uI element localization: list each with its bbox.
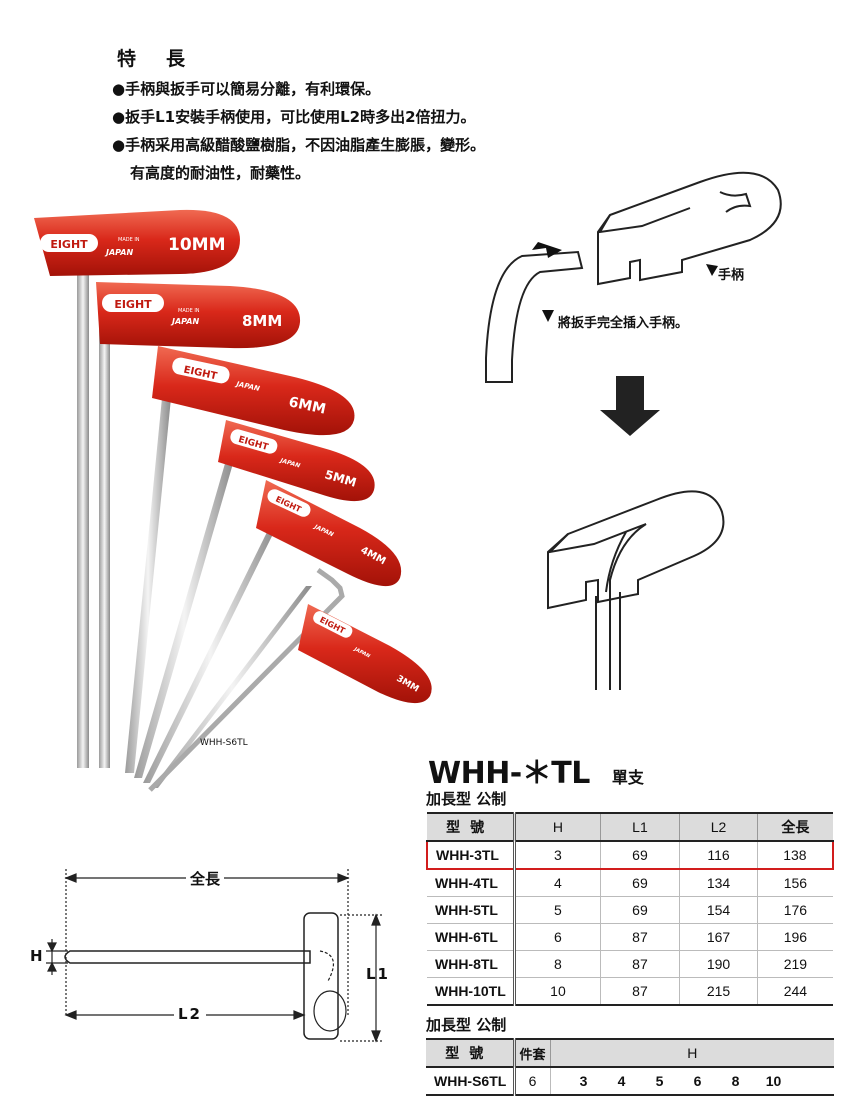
spec-table: 型號 H L1 L2 全長 WHH-3TL 3 69 116 138 WHH-4… bbox=[426, 812, 834, 1006]
handle-3mm: EIGHT JAPAN 3MM bbox=[298, 604, 432, 704]
table-header-row: 型號 件套 H bbox=[426, 1038, 834, 1068]
header-h: H bbox=[514, 812, 601, 842]
handle-assembled bbox=[547, 490, 725, 610]
header-model: 型號 bbox=[426, 1038, 516, 1068]
feature-item: 有高度的耐油性，耐藥性。 bbox=[130, 164, 311, 182]
header-model: 型號 bbox=[427, 812, 517, 842]
wrench-shafts bbox=[77, 268, 345, 792]
svg-text:MADE IN: MADE IN bbox=[118, 237, 140, 243]
l2-label: L2 bbox=[174, 1005, 206, 1023]
set-table-caption: 加長型 公制 bbox=[426, 1016, 507, 1034]
wrench-bend bbox=[485, 250, 584, 383]
assembly-diagram bbox=[485, 171, 782, 690]
product-model: WHH-＊TL bbox=[428, 756, 590, 791]
product-heading: WHH-＊TL 單支 bbox=[428, 748, 644, 792]
single-table-caption: 加長型 公制 bbox=[426, 790, 507, 808]
table-row: WHH-6TL 6 87 167 196 bbox=[427, 923, 833, 951]
header-l1: L1 bbox=[599, 812, 680, 842]
size-label-8: 8MM bbox=[242, 312, 282, 330]
handle-4mm: EIGHT JAPAN 4MM bbox=[256, 480, 402, 587]
feature-item: ●手柄與扳手可以簡易分離，有利環保。 bbox=[112, 80, 381, 98]
down-arrow-icon bbox=[600, 376, 660, 436]
handle-6mm: EIGHT JAPAN 6MM bbox=[152, 346, 355, 436]
total-length-label: 全長 bbox=[186, 868, 225, 889]
dimension-diagram bbox=[46, 869, 382, 1043]
handle-10mm: EIGHT MADE IN JAPAN 10MM bbox=[34, 209, 240, 276]
handle-5mm: EIGHT JAPAN 5MM bbox=[218, 420, 375, 502]
feature-item: ●扳手L1安裝手柄使用，可比使用L2時多出2倍扭力。 bbox=[112, 108, 476, 126]
photo-caption: WHH-S6TL bbox=[200, 738, 248, 748]
size-label-6: 6MM bbox=[287, 394, 327, 417]
table-row: WHH-3TL 3 69 116 138 bbox=[426, 840, 834, 870]
product-photo: EIGHT MADE IN JAPAN 10MM EIGHT MADE IN J… bbox=[34, 209, 432, 792]
header-count: 件套 bbox=[513, 1038, 550, 1068]
pointer-icon bbox=[706, 264, 718, 276]
insert-instruction: 將扳手完全插入手柄。 bbox=[558, 316, 689, 331]
header-h: H bbox=[549, 1038, 834, 1068]
l1-label: L1 bbox=[366, 965, 390, 983]
handle-top bbox=[597, 171, 782, 286]
table-header-row: 型號 H L1 L2 全長 bbox=[427, 812, 833, 842]
insert-arrow-icon bbox=[532, 242, 562, 258]
svg-text:JAPAN: JAPAN bbox=[170, 317, 199, 326]
features-title: 特長 bbox=[117, 48, 188, 70]
table-row: WHH-4TL 4 69 134 156 bbox=[427, 869, 833, 897]
svg-text:EIGHT: EIGHT bbox=[114, 298, 152, 311]
header-total: 全長 bbox=[756, 812, 833, 842]
svg-text:MADE IN: MADE IN bbox=[178, 308, 200, 314]
handle-label: 手柄 bbox=[718, 268, 745, 283]
table-row: WHH-10TL 10 87 215 244 bbox=[427, 977, 833, 1006]
pointer-icon bbox=[542, 310, 554, 322]
handle-8mm: EIGHT MADE IN JAPAN 8MM bbox=[96, 282, 301, 349]
svg-text:JAPAN: JAPAN bbox=[104, 248, 133, 257]
brand-logo-10: EIGHT bbox=[50, 238, 88, 251]
table-row: WHH-8TL 8 87 190 219 bbox=[427, 950, 833, 978]
h-label: H bbox=[30, 947, 43, 965]
size-label-10: 10MM bbox=[168, 235, 226, 255]
product-unit: 單支 bbox=[611, 768, 644, 787]
header-l2: L2 bbox=[679, 812, 758, 842]
feature-item: ●手柄采用高級醋酸鹽樹脂，不因油脂產生膨脹，變形。 bbox=[112, 136, 486, 154]
table-row: WHH-5TL 5 69 154 176 bbox=[427, 896, 833, 924]
